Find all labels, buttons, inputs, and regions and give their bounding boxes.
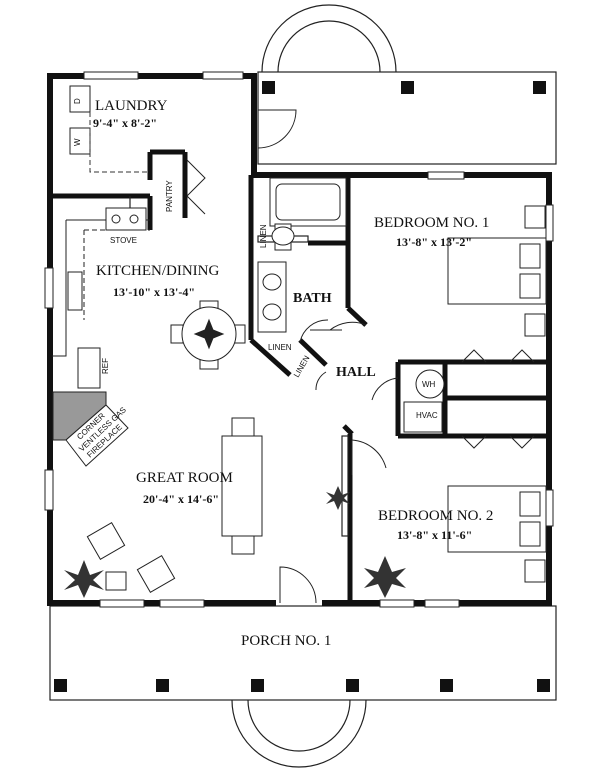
bathtub — [269, 177, 347, 227]
corner-fireplace — [52, 391, 129, 467]
laundry-name: LAUNDRY — [95, 98, 168, 114]
laundry-dims: 9'-4" x 8'-2" — [93, 116, 157, 130]
linen-hall-label-2: LINEN — [292, 354, 312, 379]
washer-label: W — [73, 138, 82, 146]
porch-columns-front — [54, 679, 550, 692]
linen-bath-label: LINEN — [259, 224, 268, 248]
doors — [186, 159, 535, 604]
kitchen-dims: 13'-10" x 13'-4" — [113, 285, 195, 299]
stove — [105, 207, 147, 231]
dining-table — [170, 300, 246, 370]
interior-walls — [50, 149, 549, 603]
plant-hall — [326, 486, 350, 510]
water-heater — [415, 369, 445, 399]
bedroom2-dims: 13'-8" x 11'-6" — [397, 528, 472, 542]
kitchen-name: KITCHEN/DINING — [96, 263, 219, 279]
laundry-counter — [89, 112, 150, 173]
refrigerator — [77, 347, 101, 389]
bed-bedroom1 — [447, 205, 547, 337]
plant-bedroom2 — [364, 556, 406, 598]
bedroom1-name: BEDROOM NO. 1 — [374, 215, 489, 231]
hvac-label: HVAC — [416, 411, 438, 420]
front-porch — [49, 605, 557, 768]
great-room-name: GREAT ROOM — [136, 470, 233, 486]
room-labels: LAUNDRY 9'-4" x 8'-2" KITCHEN/DINING 13'… — [93, 98, 493, 649]
washer-dryer — [69, 85, 91, 155]
bedroom2-name: BEDROOM NO. 2 — [378, 508, 493, 524]
wh-label: WH — [422, 380, 436, 389]
armchairs — [86, 522, 176, 593]
bath-name: BATH — [293, 291, 332, 306]
bath-vanity — [257, 261, 287, 333]
sofa — [221, 417, 263, 555]
bed-bedroom2 — [447, 485, 547, 583]
bedroom1-dims: 13'-8" x 13'-2" — [396, 235, 472, 249]
dryer-label: D — [73, 98, 82, 104]
porch-name: PORCH NO. 1 — [241, 633, 331, 649]
plant-great-room — [64, 560, 104, 598]
hvac-unit — [403, 401, 443, 433]
great-room-dims: 20'-4" x 14'-6" — [143, 492, 219, 506]
windows — [44, 71, 554, 608]
pantry-label: PANTRY — [165, 180, 174, 212]
stove-label: STOVE — [110, 236, 137, 245]
linen-hall-label-1: LINEN — [268, 343, 292, 352]
porch-columns-rear — [262, 81, 546, 94]
ref-label: REF — [101, 358, 110, 374]
hall-name: HALL — [336, 365, 376, 380]
toilet — [271, 223, 295, 251]
rear-porch — [257, 4, 557, 165]
